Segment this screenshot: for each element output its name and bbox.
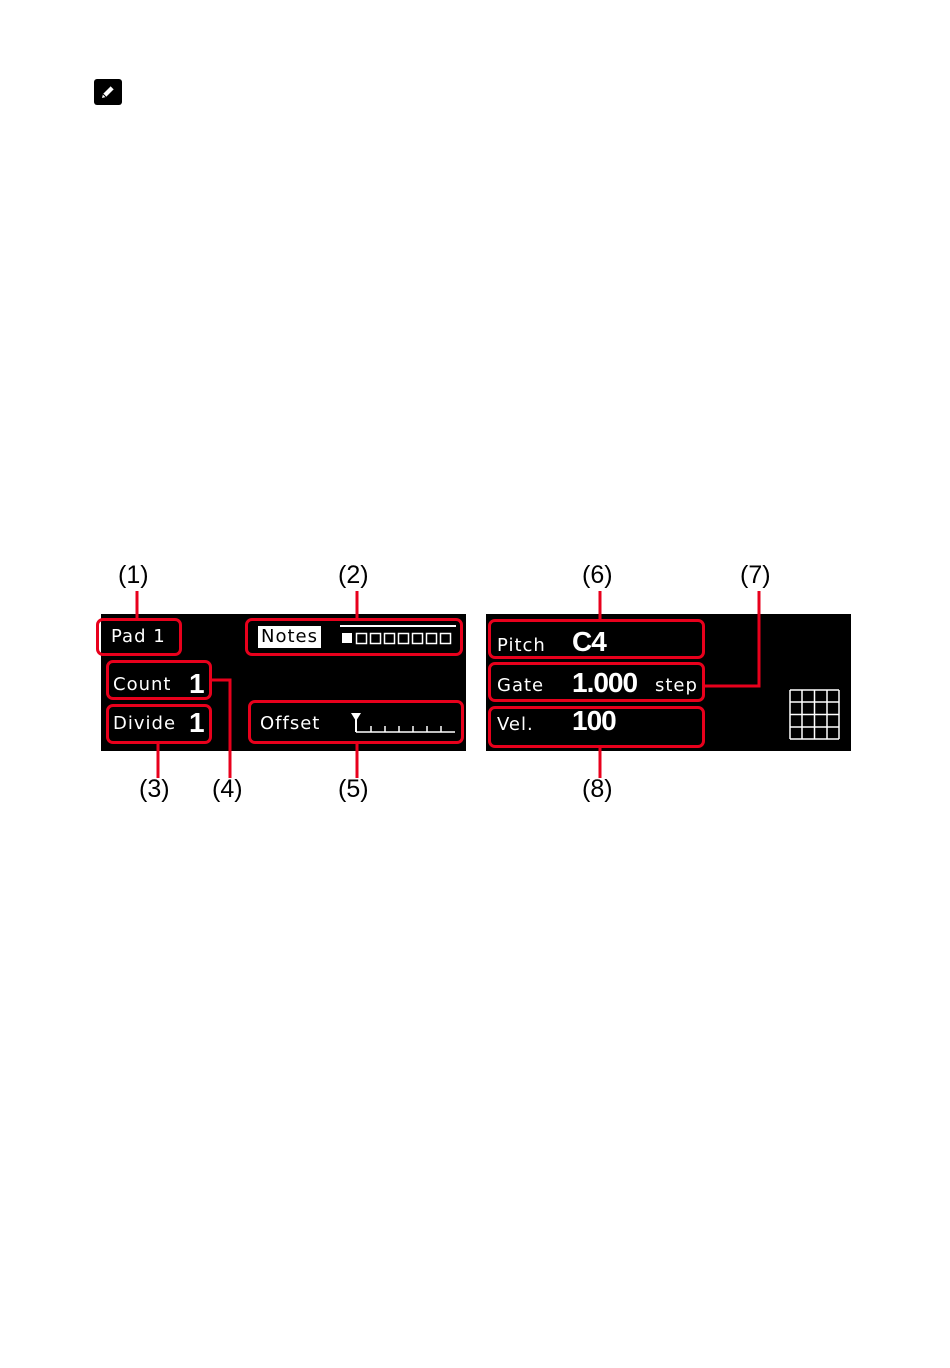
- callout-6: (6): [582, 563, 613, 588]
- callout-4: (4): [212, 777, 243, 802]
- callout-3: (3): [139, 777, 170, 802]
- highlight-offset: [248, 700, 464, 744]
- highlight-vel: [488, 706, 705, 748]
- highlight-divide: [106, 704, 212, 744]
- callout-2: (2): [338, 563, 369, 588]
- highlight-notes: [245, 618, 463, 656]
- pencil-icon: [94, 79, 122, 105]
- pad-settings-screen: Pad 1 Notes Count 1 Divide 1 Offset: [101, 614, 466, 751]
- highlight-count: [106, 660, 212, 700]
- callout-8: (8): [582, 777, 613, 802]
- callout-5: (5): [338, 777, 369, 802]
- highlight-pitch: [488, 619, 705, 659]
- highlight-gate: [488, 662, 705, 702]
- callout-1: (1): [118, 563, 149, 588]
- step-settings-screen: Pitch C4 Gate 1.000 step Vel. 100: [486, 614, 851, 751]
- pad-grid-icon: [789, 689, 840, 740]
- highlight-pad: [96, 618, 182, 656]
- callout-7: (7): [740, 563, 771, 588]
